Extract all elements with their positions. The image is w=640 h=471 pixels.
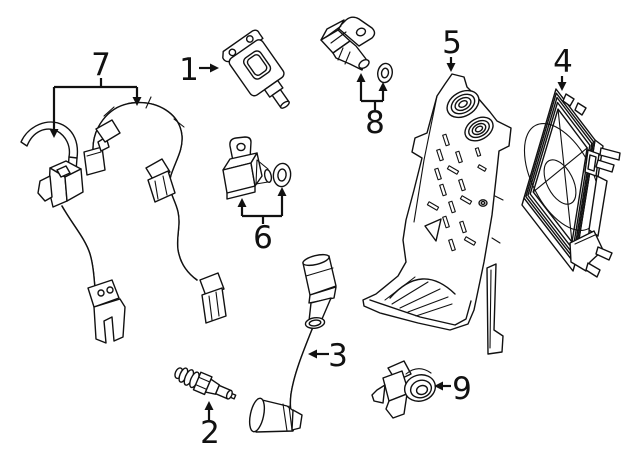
callout-2-arrowhead — [204, 401, 214, 410]
callout-3-label: 3 — [328, 338, 348, 374]
callout-2: 2 — [200, 401, 220, 451]
callout-6-label: 6 — [253, 220, 273, 256]
callout-1-label: 1 — [179, 52, 199, 88]
callout-6: 6 — [237, 187, 287, 256]
crankshaft-sensor-drawing — [320, 16, 376, 71]
harness-drawing — [83, 96, 227, 324]
callout-9: 9 — [434, 371, 472, 407]
callout-1-arrowhead — [210, 63, 219, 73]
callout-7-arrowhead-right — [132, 97, 142, 106]
callout-6-arrowhead-right — [277, 187, 287, 196]
module-bracket-drawing — [362, 73, 512, 355]
callout-7-line — [52, 78, 139, 129]
callout-5: 5 — [442, 25, 462, 72]
callout-8: 8 — [356, 73, 388, 141]
callout-5-arrowhead — [446, 63, 456, 72]
knock-sensor-drawing — [371, 360, 437, 419]
control-module-drawing — [521, 88, 621, 278]
ignition-coil-drawing — [222, 29, 290, 109]
callout-6-line — [240, 196, 284, 224]
callout-8-line — [359, 82, 385, 110]
callout-5-label: 5 — [442, 25, 462, 61]
harness-bracket-left-drawing — [20, 121, 126, 344]
callout-4: 4 — [553, 44, 573, 91]
callout-7-label: 7 — [91, 47, 111, 83]
callout-4-label: 4 — [553, 44, 573, 80]
callout-9-arrowhead — [434, 381, 443, 391]
callout-4-arrowhead — [557, 82, 567, 91]
bracket-slots — [426, 133, 487, 252]
callout-6-arrowhead-left — [237, 198, 247, 207]
callout-8-label: 8 — [365, 105, 385, 141]
callout-1: 1 — [179, 52, 219, 88]
callout-7: 7 — [49, 47, 142, 138]
callout-2-label: 2 — [200, 415, 220, 451]
callout-8-arrowhead-right — [378, 82, 388, 91]
spark-plug-drawing — [174, 367, 237, 400]
callout-8-arrowhead-left — [356, 73, 366, 82]
callout-3: 3 — [308, 338, 348, 374]
callout-3-arrowhead — [308, 349, 317, 359]
crankshaft-sensor-seal-drawing — [377, 62, 393, 84]
callout-9-label: 9 — [452, 371, 472, 407]
callout-7-arrowhead-left — [49, 129, 59, 138]
camshaft-sensor-drawing — [222, 136, 273, 200]
camshaft-sensor-seal-drawing — [272, 162, 292, 188]
spark-plug-wire-drawing — [248, 253, 337, 433]
